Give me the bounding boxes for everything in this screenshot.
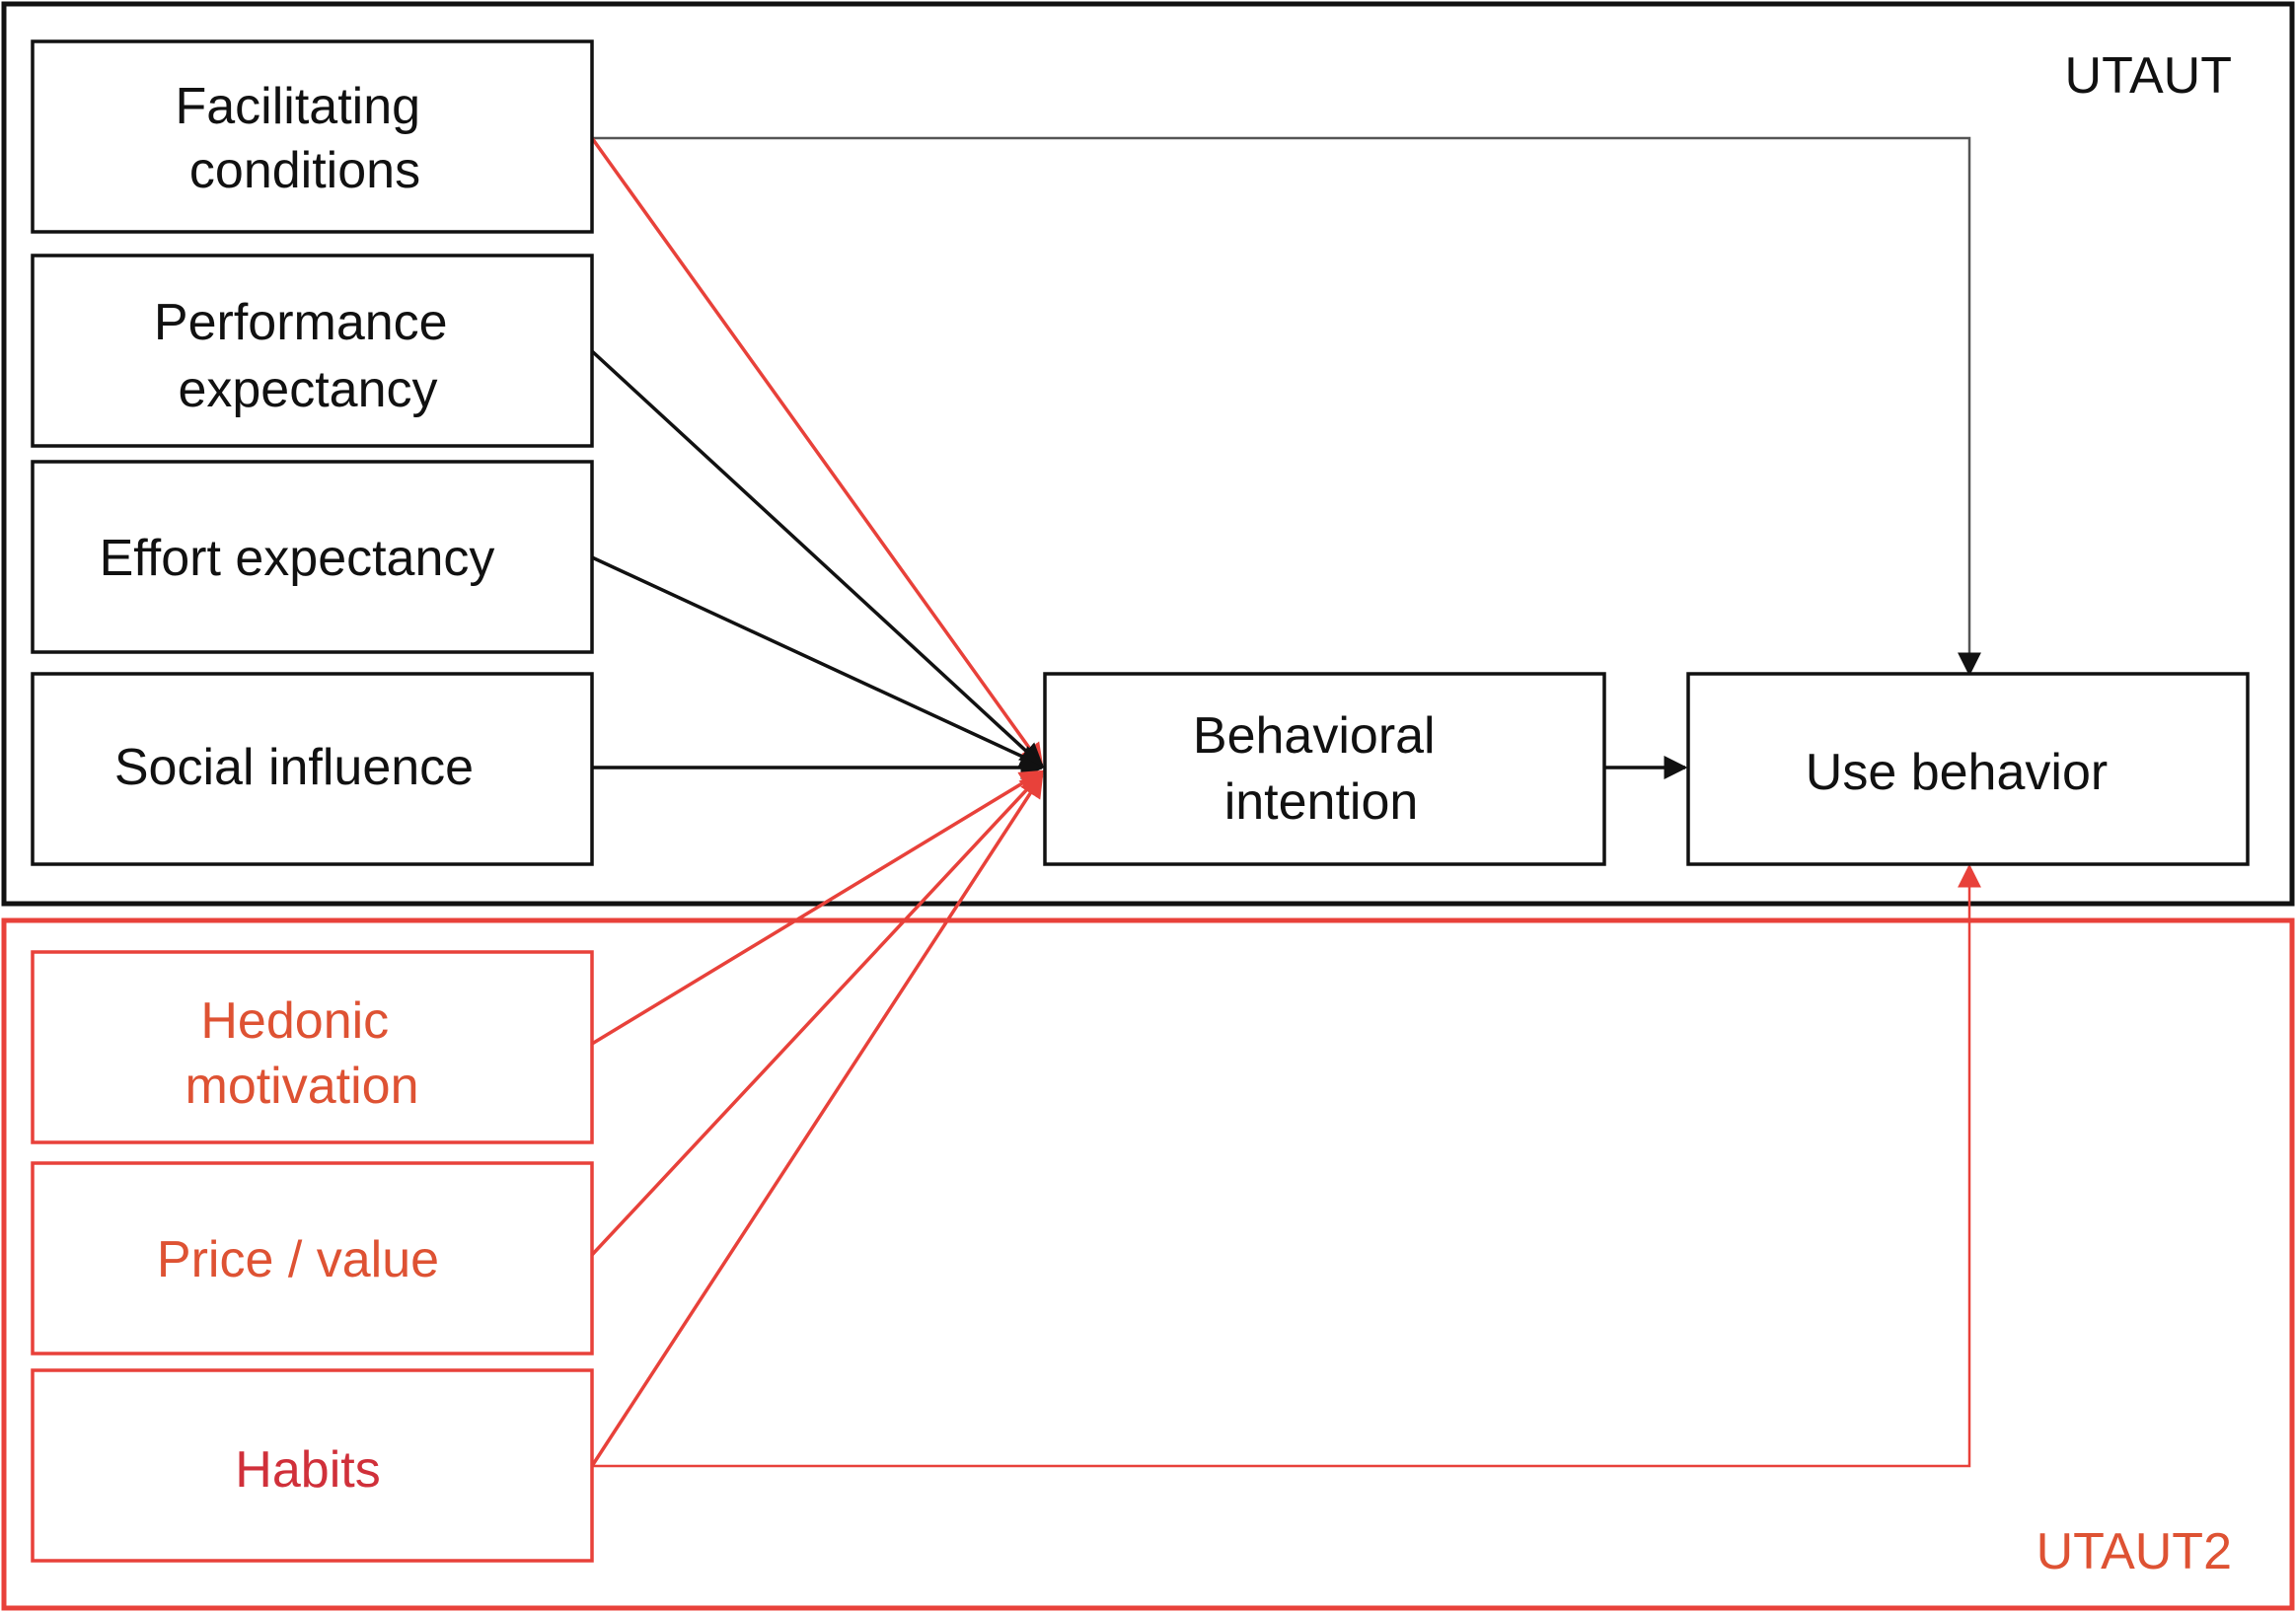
node-label: Behavioral intention (1193, 707, 1449, 831)
node-habits: Habits (31, 1368, 594, 1563)
utaut2-label: UTAUT2 (2037, 1523, 2232, 1580)
node-label: Social influence (114, 739, 474, 796)
edge-facilitating-to-use-behavior (592, 136, 1981, 677)
utaut2-frame (1, 917, 2295, 1611)
edge-facilitating-to-intention (590, 136, 1044, 768)
node-label: Effort expectancy (100, 530, 495, 587)
node-label: Habits (235, 1441, 380, 1499)
edge-effort-to-intention (591, 555, 1045, 768)
node-use-behavior: Use behavior (1686, 672, 2250, 866)
node-label: Facilitating conditions (175, 78, 434, 199)
utaut-frame (1, 1, 2295, 907)
node-label: Hedonic motivation (185, 992, 419, 1115)
edge-price-to-intention (590, 771, 1044, 1257)
node-label: Performance expectancy (154, 294, 462, 418)
node-facilitating-conditions: Facilitating conditions (31, 39, 594, 234)
node-label: Use behavior (1806, 744, 2108, 801)
node-effort-expectancy: Effort expectancy (31, 460, 594, 654)
node-social-influence: Social influence (31, 672, 594, 866)
utaut-label: UTAUT (2065, 47, 2232, 105)
node-price-value: Price / value (31, 1161, 594, 1356)
edges (590, 136, 1981, 1468)
node-behavioral-intention: Behavioral intention (1043, 672, 1606, 866)
edge-hedonic-to-intention (591, 769, 1045, 1046)
edge-habits-to-intention (590, 772, 1044, 1467)
node-label: Price / value (157, 1231, 439, 1288)
edge-habits-to-use-behavior (592, 863, 1981, 1468)
edge-performance-to-intention (590, 349, 1044, 768)
node-hedonic-motivation: Hedonic motivation (31, 950, 594, 1144)
node-performance-expectancy: Performance expectancy (31, 254, 594, 448)
